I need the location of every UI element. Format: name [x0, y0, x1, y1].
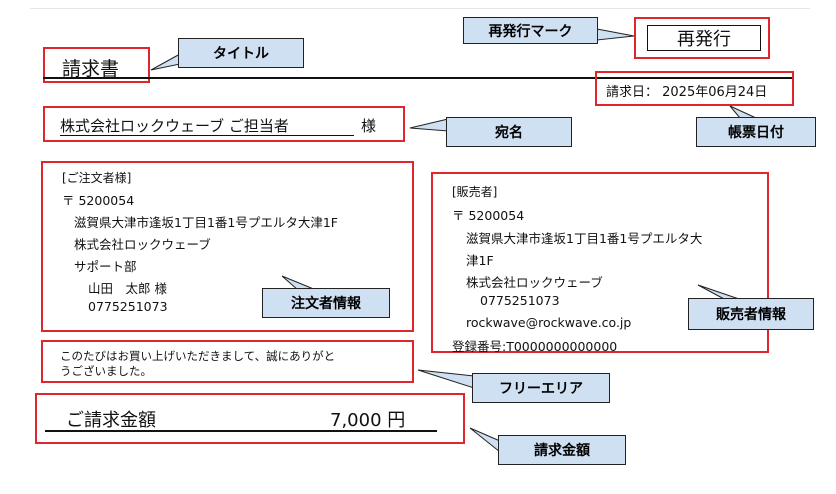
- reissue-stamp: 再発行: [647, 25, 761, 51]
- seller-heading: [販売者]: [452, 185, 498, 199]
- orderer-postal: 〒 5200054: [62, 193, 135, 208]
- pointer-addressee: [409, 118, 449, 132]
- pointer-free-area: [417, 369, 475, 389]
- recipient-highlight: [43, 106, 405, 142]
- orderer-person: 山田 太郎 様: [88, 281, 167, 296]
- seller-address-line1: 滋賀県大津市逢坂1丁目1番1号プエルタ大: [466, 231, 703, 246]
- reissue-highlight: [634, 17, 770, 59]
- title-highlight: [43, 47, 150, 83]
- orderer-highlight: [41, 161, 414, 332]
- top-border: [30, 8, 810, 9]
- recipient-suffix: 様: [361, 117, 377, 135]
- seller-company: 株式会社ロックウェーブ: [466, 275, 603, 290]
- callout-document-date: 帳票日付: [696, 117, 816, 147]
- callout-orderer-info: 注文者情報: [262, 288, 390, 318]
- orderer-heading: [ご注文者様]: [62, 171, 132, 185]
- date-highlight: [595, 71, 794, 106]
- orderer-phone: 0775251073: [88, 299, 168, 314]
- amount-label: ご請求金額: [66, 410, 156, 431]
- pointer-title: [150, 53, 181, 71]
- title-rule: [43, 77, 793, 79]
- seller-email: rockwave@rockwave.co.jp: [466, 315, 632, 330]
- seller-address-line2: 津1F: [466, 253, 494, 268]
- callout-billing-amount: 請求金額: [498, 435, 626, 465]
- reissue-stamp-text: 再発行: [677, 29, 731, 50]
- callout-addressee: 宛名: [446, 117, 572, 147]
- free-area-line2: うございました。: [60, 364, 152, 378]
- seller-highlight: [431, 172, 769, 353]
- seller-registration: 登録番号:T0000000000000: [452, 339, 618, 354]
- seller-phone: 0775251073: [480, 293, 560, 308]
- orderer-company: 株式会社ロックウェーブ: [74, 237, 211, 252]
- recipient-underline: [60, 135, 354, 136]
- callout-title: タイトル: [178, 38, 304, 68]
- amount-highlight: [35, 393, 465, 444]
- free-area-highlight: [41, 340, 414, 383]
- amount-underline: [45, 430, 437, 432]
- callout-reissue-mark: 再発行マーク: [463, 17, 598, 44]
- callout-seller-info: 販売者情報: [688, 298, 814, 330]
- amount-value: 7,000 円: [330, 410, 406, 431]
- seller-postal: 〒 5200054: [452, 208, 525, 223]
- pointer-billing: [469, 427, 501, 454]
- document-title: 請求書: [62, 58, 120, 80]
- free-area-line1: このたびはお買い上げいただきまして、誠にありがと: [60, 349, 336, 363]
- recipient-name: 株式会社ロックウェーブ ご担当者: [60, 117, 289, 135]
- callout-free-area: フリーエリア: [472, 373, 610, 403]
- pointer-reissue: [596, 28, 635, 41]
- orderer-address: 滋賀県大津市逢坂1丁目1番1号プエルタ大津1F: [74, 215, 339, 230]
- orderer-department: サポート部: [74, 259, 137, 274]
- invoice-date: 請求日： 2025年06月24日: [606, 85, 768, 100]
